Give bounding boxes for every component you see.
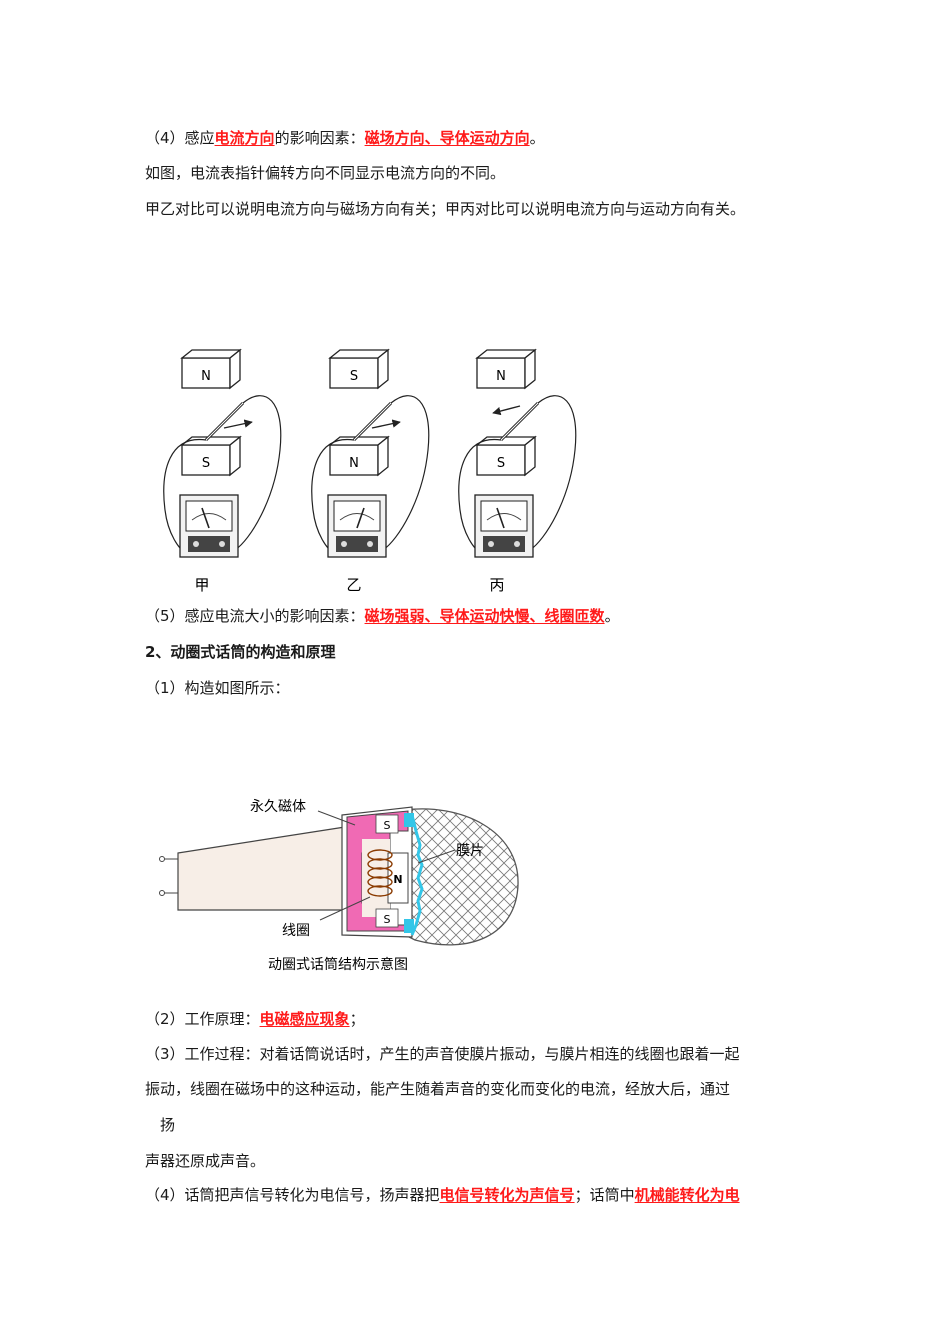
process-line-3: 扬 xyxy=(160,1116,176,1134)
figure-caption: 动圈式话筒结构示意图 xyxy=(268,956,408,973)
motion-arrow xyxy=(371,419,401,429)
process-line-1: （3）工作过程：对着话筒说话时，产生的声音使膜片振动，与膜片相连的线圈也跟着一起 xyxy=(145,1045,740,1063)
section-2-title: 2、动圈式话筒的构造和原理 xyxy=(145,643,336,661)
pole-label: S xyxy=(350,369,358,384)
text-prefix: （2）工作原理： xyxy=(145,1010,260,1028)
highlight-mic-conversion: 机械能转化为电 xyxy=(634,1186,740,1204)
paragraph-4-line-1: （4）感应电流方向的影响因素：磁场方向、导体运动方向。 xyxy=(145,127,545,149)
highlight-factors: 磁场方向、导体运动方向 xyxy=(364,129,530,147)
wire xyxy=(382,395,430,551)
panel-label: 甲 xyxy=(194,576,209,594)
text-prefix: （4）话筒把声信号转化为电信号，扬声器把 xyxy=(145,1186,440,1204)
magnet-bottom: S xyxy=(475,435,537,477)
ammeter xyxy=(179,494,239,558)
pole-n: N xyxy=(393,873,402,886)
pole-label: S xyxy=(202,456,210,471)
diaphragm xyxy=(410,814,424,936)
wire xyxy=(529,395,577,551)
terminal xyxy=(159,856,165,862)
process-line-2: 振动，线圈在磁场中的这种运动，能产生随着声音的变化而变化的电流，经放大后，通过 xyxy=(145,1080,731,1098)
panel-label: 丙 xyxy=(489,576,504,594)
text-mid: ；话筒中 xyxy=(574,1186,635,1204)
leader-coil xyxy=(319,896,371,921)
motion-arrow xyxy=(223,419,253,429)
handle xyxy=(177,826,346,911)
pole-label: S xyxy=(497,456,505,471)
diaphragm-support xyxy=(404,919,414,933)
ammeter-needle xyxy=(496,507,505,529)
text-prefix: （5）感应电流大小的影响因素： xyxy=(145,607,365,625)
magnet-top: N xyxy=(180,348,242,390)
panel-label: 乙 xyxy=(346,576,361,594)
text-suffix: 。 xyxy=(529,129,545,147)
wire xyxy=(234,395,282,551)
highlight-principle: 电磁感应现象 xyxy=(259,1010,350,1028)
panel-jia: N S 甲 xyxy=(163,348,282,594)
highlight-current-direction: 电流方向 xyxy=(214,129,275,147)
pole-label: N xyxy=(496,369,506,384)
highlight-magnitude-factors: 磁场强弱、导体运动快慢、线圈匝数 xyxy=(364,607,605,625)
pole-s-bottom-label: S xyxy=(384,913,391,926)
leader-magnet xyxy=(317,810,356,826)
ammeter-needle xyxy=(201,507,210,529)
panel-yi: S N 乙 xyxy=(311,348,430,594)
wire xyxy=(458,439,502,553)
panel-bing: N S 丙 xyxy=(458,348,577,594)
microphone-figure: N S S 永久磁体 膜片 线圈 动圈式话筒结构示意图 xyxy=(159,799,519,973)
conductor-rod-inner xyxy=(205,402,244,441)
principle-line: （2）工作原理：电磁感应现象； xyxy=(145,1008,365,1030)
conversion-line: （4）话筒把声信号转化为电信号，扬声器把电信号转化为声信号；话筒中机械能转化为电 xyxy=(145,1184,740,1206)
mesh-head xyxy=(404,808,519,946)
magnet-top: S xyxy=(328,348,390,390)
text-mid: 的影响因素： xyxy=(274,129,365,147)
diaphragm-support xyxy=(404,813,414,827)
paragraph-5: （5）感应电流大小的影响因素：磁场强弱、导体运动快慢、线圈匝数。 xyxy=(145,605,620,627)
magnet-bottom: S xyxy=(180,435,242,477)
highlight-speaker-conversion: 电信号转化为声信号 xyxy=(439,1186,575,1204)
wire xyxy=(163,439,207,553)
text-prefix: （4）感应 xyxy=(145,129,215,147)
paragraph-4-line-2: 如图，电流表指针偏转方向不同显示电流方向的不同。 xyxy=(145,164,506,182)
pole-label: N xyxy=(201,369,211,384)
text-suffix: 。 xyxy=(604,607,620,625)
magnet-bottom: N xyxy=(328,435,390,477)
structure-line: （1）构造如图所示： xyxy=(145,679,290,697)
terminal xyxy=(159,890,165,896)
text-suffix: ； xyxy=(349,1010,365,1028)
label-permanent-magnet: 永久磁体 xyxy=(250,799,306,815)
leader-diaphragm xyxy=(417,849,456,864)
magnet-top: N xyxy=(475,348,537,390)
wire xyxy=(311,439,355,553)
motion-arrow xyxy=(492,405,521,416)
pole-s-top xyxy=(375,814,399,834)
conductor-rod-inner xyxy=(353,402,392,441)
ammeter xyxy=(327,494,387,558)
ammeter xyxy=(474,494,534,558)
process-line-4: 声器还原成声音。 xyxy=(145,1152,266,1170)
label-diaphragm: 膜片 xyxy=(456,843,484,859)
label-coil: 线圈 xyxy=(282,923,310,939)
conductor-rod-inner xyxy=(500,402,539,441)
ammeter-needle xyxy=(356,507,365,529)
pole-s-bottom xyxy=(375,908,399,928)
paragraph-4-line-3: 甲乙对比可以说明电流方向与磁场方向有关；甲丙对比可以说明电流方向与运动方向有关。 xyxy=(145,200,746,218)
pole-label: N xyxy=(349,456,359,471)
pole-s-top-label: S xyxy=(384,819,391,832)
coil xyxy=(367,849,393,897)
induction-figure: N S 甲 S xyxy=(163,348,577,594)
